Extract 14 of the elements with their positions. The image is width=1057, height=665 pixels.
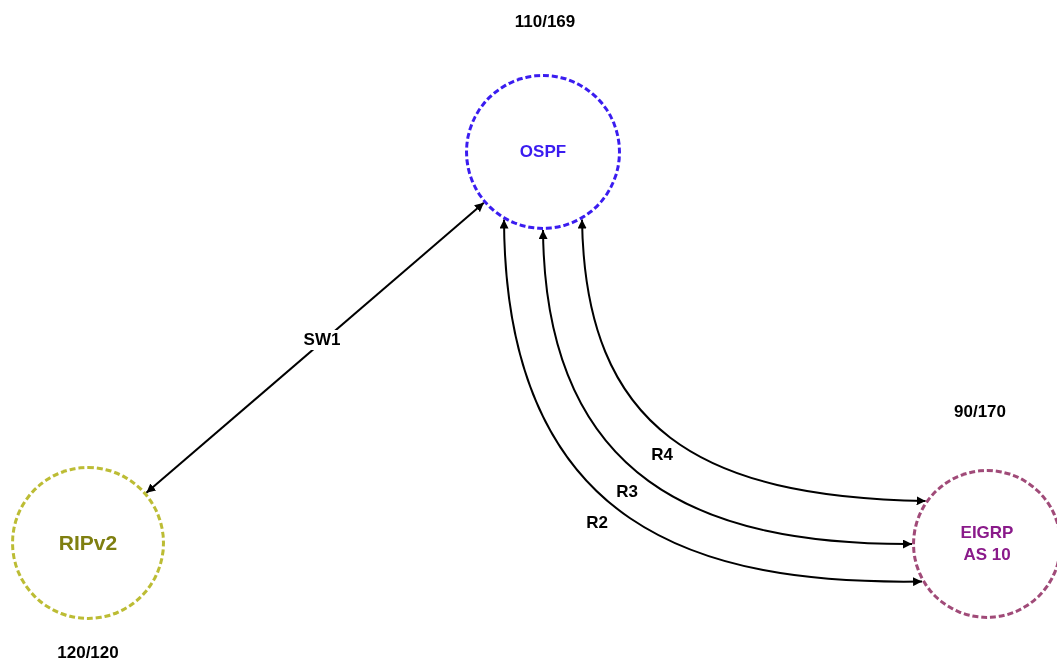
distance-label: 110/169: [514, 12, 576, 32]
link-arrow: [539, 229, 913, 549]
routing-domain-circle: [912, 469, 1057, 619]
distance-label: 90/170: [954, 402, 1006, 422]
routing-domain-circle: [11, 466, 165, 620]
protocol-label: EIGRP AS 10: [959, 521, 1015, 566]
edge-label: SW1: [301, 330, 343, 350]
protocol-label: RIPv2: [58, 530, 118, 557]
protocol-label: OSPF: [519, 140, 567, 163]
link-arrow: [578, 218, 927, 506]
link-arrow: [145, 201, 485, 494]
link-arrow: [500, 218, 924, 586]
distance-label: 120/120: [57, 643, 119, 663]
routing-domain-circle: [465, 74, 621, 230]
